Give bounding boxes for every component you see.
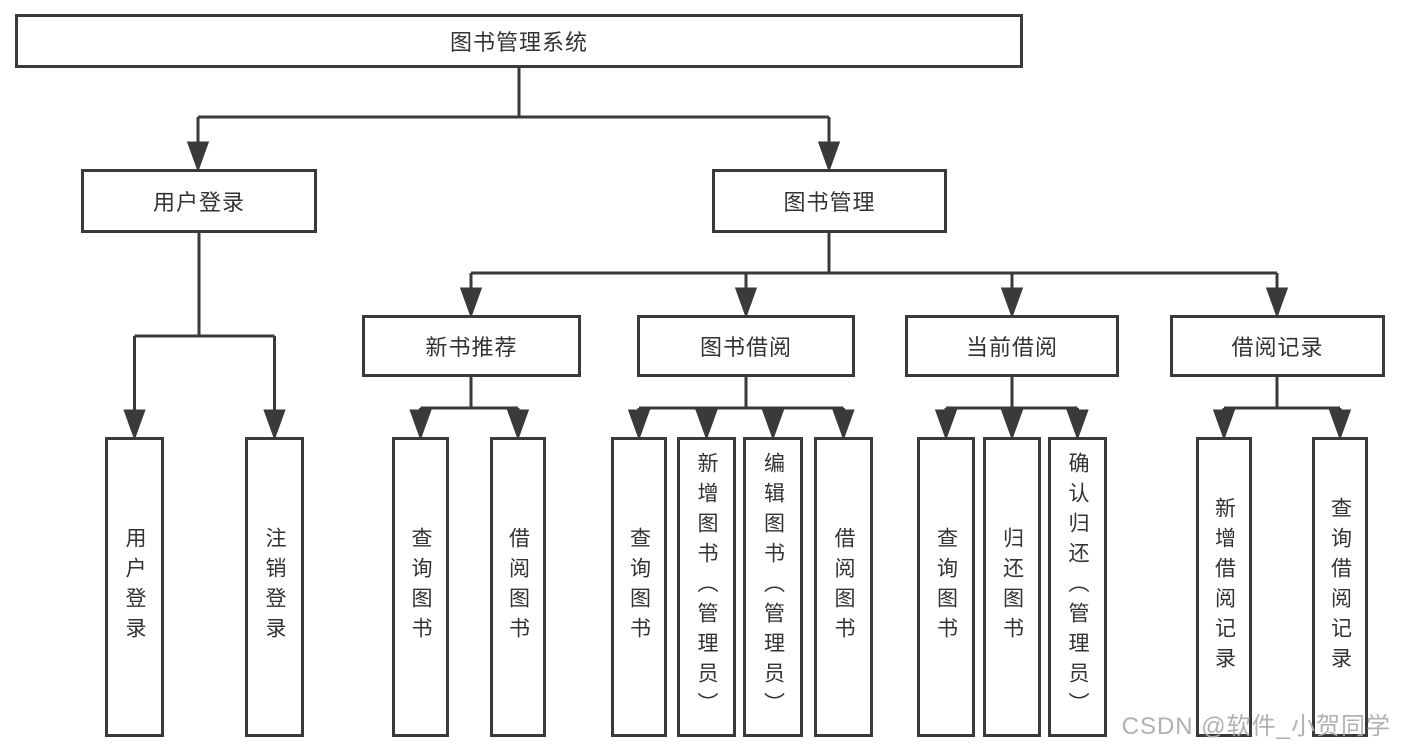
leaf-nbr-query-books: 查询图书 xyxy=(392,437,449,737)
leaf-user-login: 用户登录 xyxy=(105,437,164,737)
leaf-br-query-record-label: 查询借阅记录 xyxy=(1328,497,1352,677)
arrowhead-user-login xyxy=(186,141,210,173)
node-book-mgmt-label: 图书管理 xyxy=(783,190,876,215)
leaf-bb-borrow-books: 借阅图书 xyxy=(814,437,873,737)
leaf-cb-confirm-return-label: 确认归还（管理员） xyxy=(1066,452,1089,722)
leaf-br-add-record: 新增借阅记录 xyxy=(1196,437,1252,737)
node-book-borrow-label: 图书借阅 xyxy=(699,335,792,360)
leaf-cb-query-books: 查询图书 xyxy=(917,437,975,737)
leaf-bb-edit-books: 编辑图书（管理员） xyxy=(743,437,803,737)
leaf-logout-label: 注销登录 xyxy=(263,527,286,647)
node-new-book-rec-label: 新书推荐 xyxy=(425,335,518,360)
leaf-br-query-record: 查询借阅记录 xyxy=(1312,437,1368,737)
node-borrow-records-label: 借阅记录 xyxy=(1231,335,1324,360)
node-book-borrow: 图书借阅 xyxy=(637,315,855,377)
leaf-nbr-borrow-books: 借阅图书 xyxy=(490,437,546,737)
leaf-bb-query-books: 查询图书 xyxy=(611,437,667,737)
node-root-label: 图书管理系统 xyxy=(449,30,588,55)
arrowhead-book-mgmt xyxy=(817,141,841,173)
leaf-cb-return-books: 归还图书 xyxy=(983,437,1041,737)
leaf-bb-query-books-label: 查询图书 xyxy=(627,527,651,647)
node-borrow-records: 借阅记录 xyxy=(1170,315,1385,377)
leaf-logout: 注销登录 xyxy=(245,437,304,737)
node-root: 图书管理系统 xyxy=(15,14,1023,68)
leaf-br-add-record-label: 新增借阅记录 xyxy=(1212,497,1236,677)
leaf-cb-confirm-return: 确认归还（管理员） xyxy=(1048,437,1107,737)
leaf-user-login-label: 用户登录 xyxy=(123,527,146,647)
leaf-bb-edit-books-label: 编辑图书（管理员） xyxy=(761,452,785,722)
node-book-mgmt: 图书管理 xyxy=(712,169,947,233)
node-current-borrow: 当前借阅 xyxy=(905,315,1119,377)
node-user-login: 用户登录 xyxy=(81,169,317,233)
leaf-bb-add-books-label: 新增图书（管理员） xyxy=(695,452,718,722)
leaf-bb-borrow-books-label: 借阅图书 xyxy=(832,527,855,647)
node-user-login-label: 用户登录 xyxy=(152,190,245,215)
leaf-cb-query-books-label: 查询图书 xyxy=(934,527,958,647)
leaf-nbr-query-books-label: 查询图书 xyxy=(409,527,432,647)
csdn-watermark: CSDN @软件_小贺同学 xyxy=(1121,713,1391,740)
leaf-nbr-borrow-books-label: 借阅图书 xyxy=(506,527,530,647)
node-current-borrow-label: 当前借阅 xyxy=(965,335,1058,360)
node-new-book-rec: 新书推荐 xyxy=(362,315,581,377)
leaf-cb-return-books-label: 归还图书 xyxy=(1000,527,1024,647)
leaf-bb-add-books: 新增图书（管理员） xyxy=(677,437,736,737)
